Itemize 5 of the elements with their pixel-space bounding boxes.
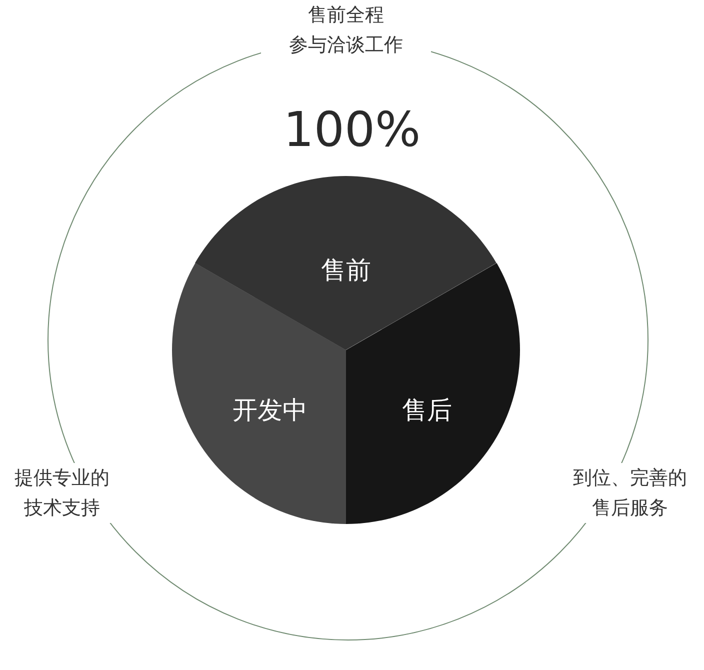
percentage-figure: 100% bbox=[282, 101, 422, 160]
segment-label: 售后 bbox=[402, 394, 452, 426]
pie-segment bbox=[195, 176, 497, 350]
segment-label: 开发中 bbox=[232, 394, 308, 426]
segment-label: 售前 bbox=[320, 254, 371, 286]
